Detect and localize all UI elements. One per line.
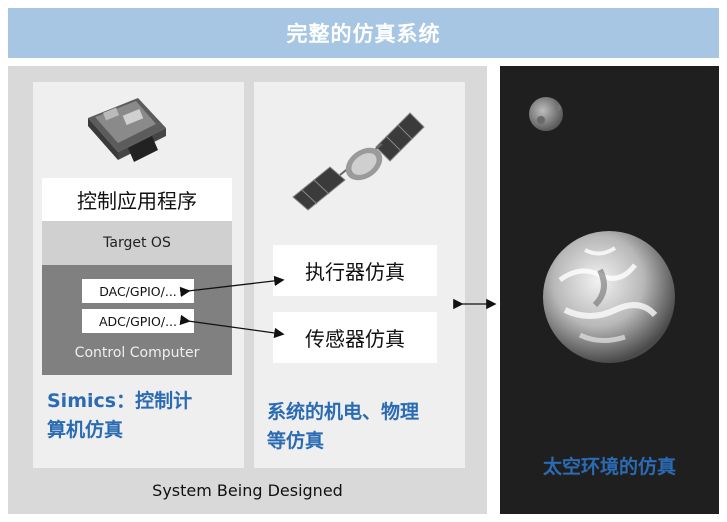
actuator-simulation-box: 执行器仿真 bbox=[273, 245, 437, 296]
sensor-simulation-box: 传感器仿真 bbox=[273, 312, 437, 363]
electromechanical-caption-line1: 系统的机电、物理 bbox=[267, 401, 420, 423]
electromechanical-caption-line2: 等仿真 bbox=[267, 430, 325, 452]
system-being-designed-label: System Being Designed bbox=[152, 481, 343, 500]
dac-gpio-port: DAC/GPIO/... bbox=[82, 279, 194, 303]
control-computer-caption-line2: 算机仿真 bbox=[47, 419, 124, 441]
control-computer-caption: Simics：控制计 算机仿真 bbox=[47, 387, 237, 445]
electromechanical-caption: 系统的机电、物理 等仿真 bbox=[267, 398, 462, 456]
adc-gpio-port: ADC/GPIO/... bbox=[82, 309, 194, 333]
control-computer-caption-line1: Simics：控制计 bbox=[47, 390, 193, 412]
target-os-box: Target OS bbox=[42, 221, 232, 265]
space-environment-panel bbox=[500, 66, 719, 514]
control-application-box: 控制应用程序 bbox=[42, 178, 232, 221]
space-environment-caption: 太空环境的仿真 bbox=[542, 456, 676, 478]
page-title: 完整的仿真系统 bbox=[8, 8, 719, 58]
control-computer-label: Control Computer bbox=[74, 345, 200, 361]
